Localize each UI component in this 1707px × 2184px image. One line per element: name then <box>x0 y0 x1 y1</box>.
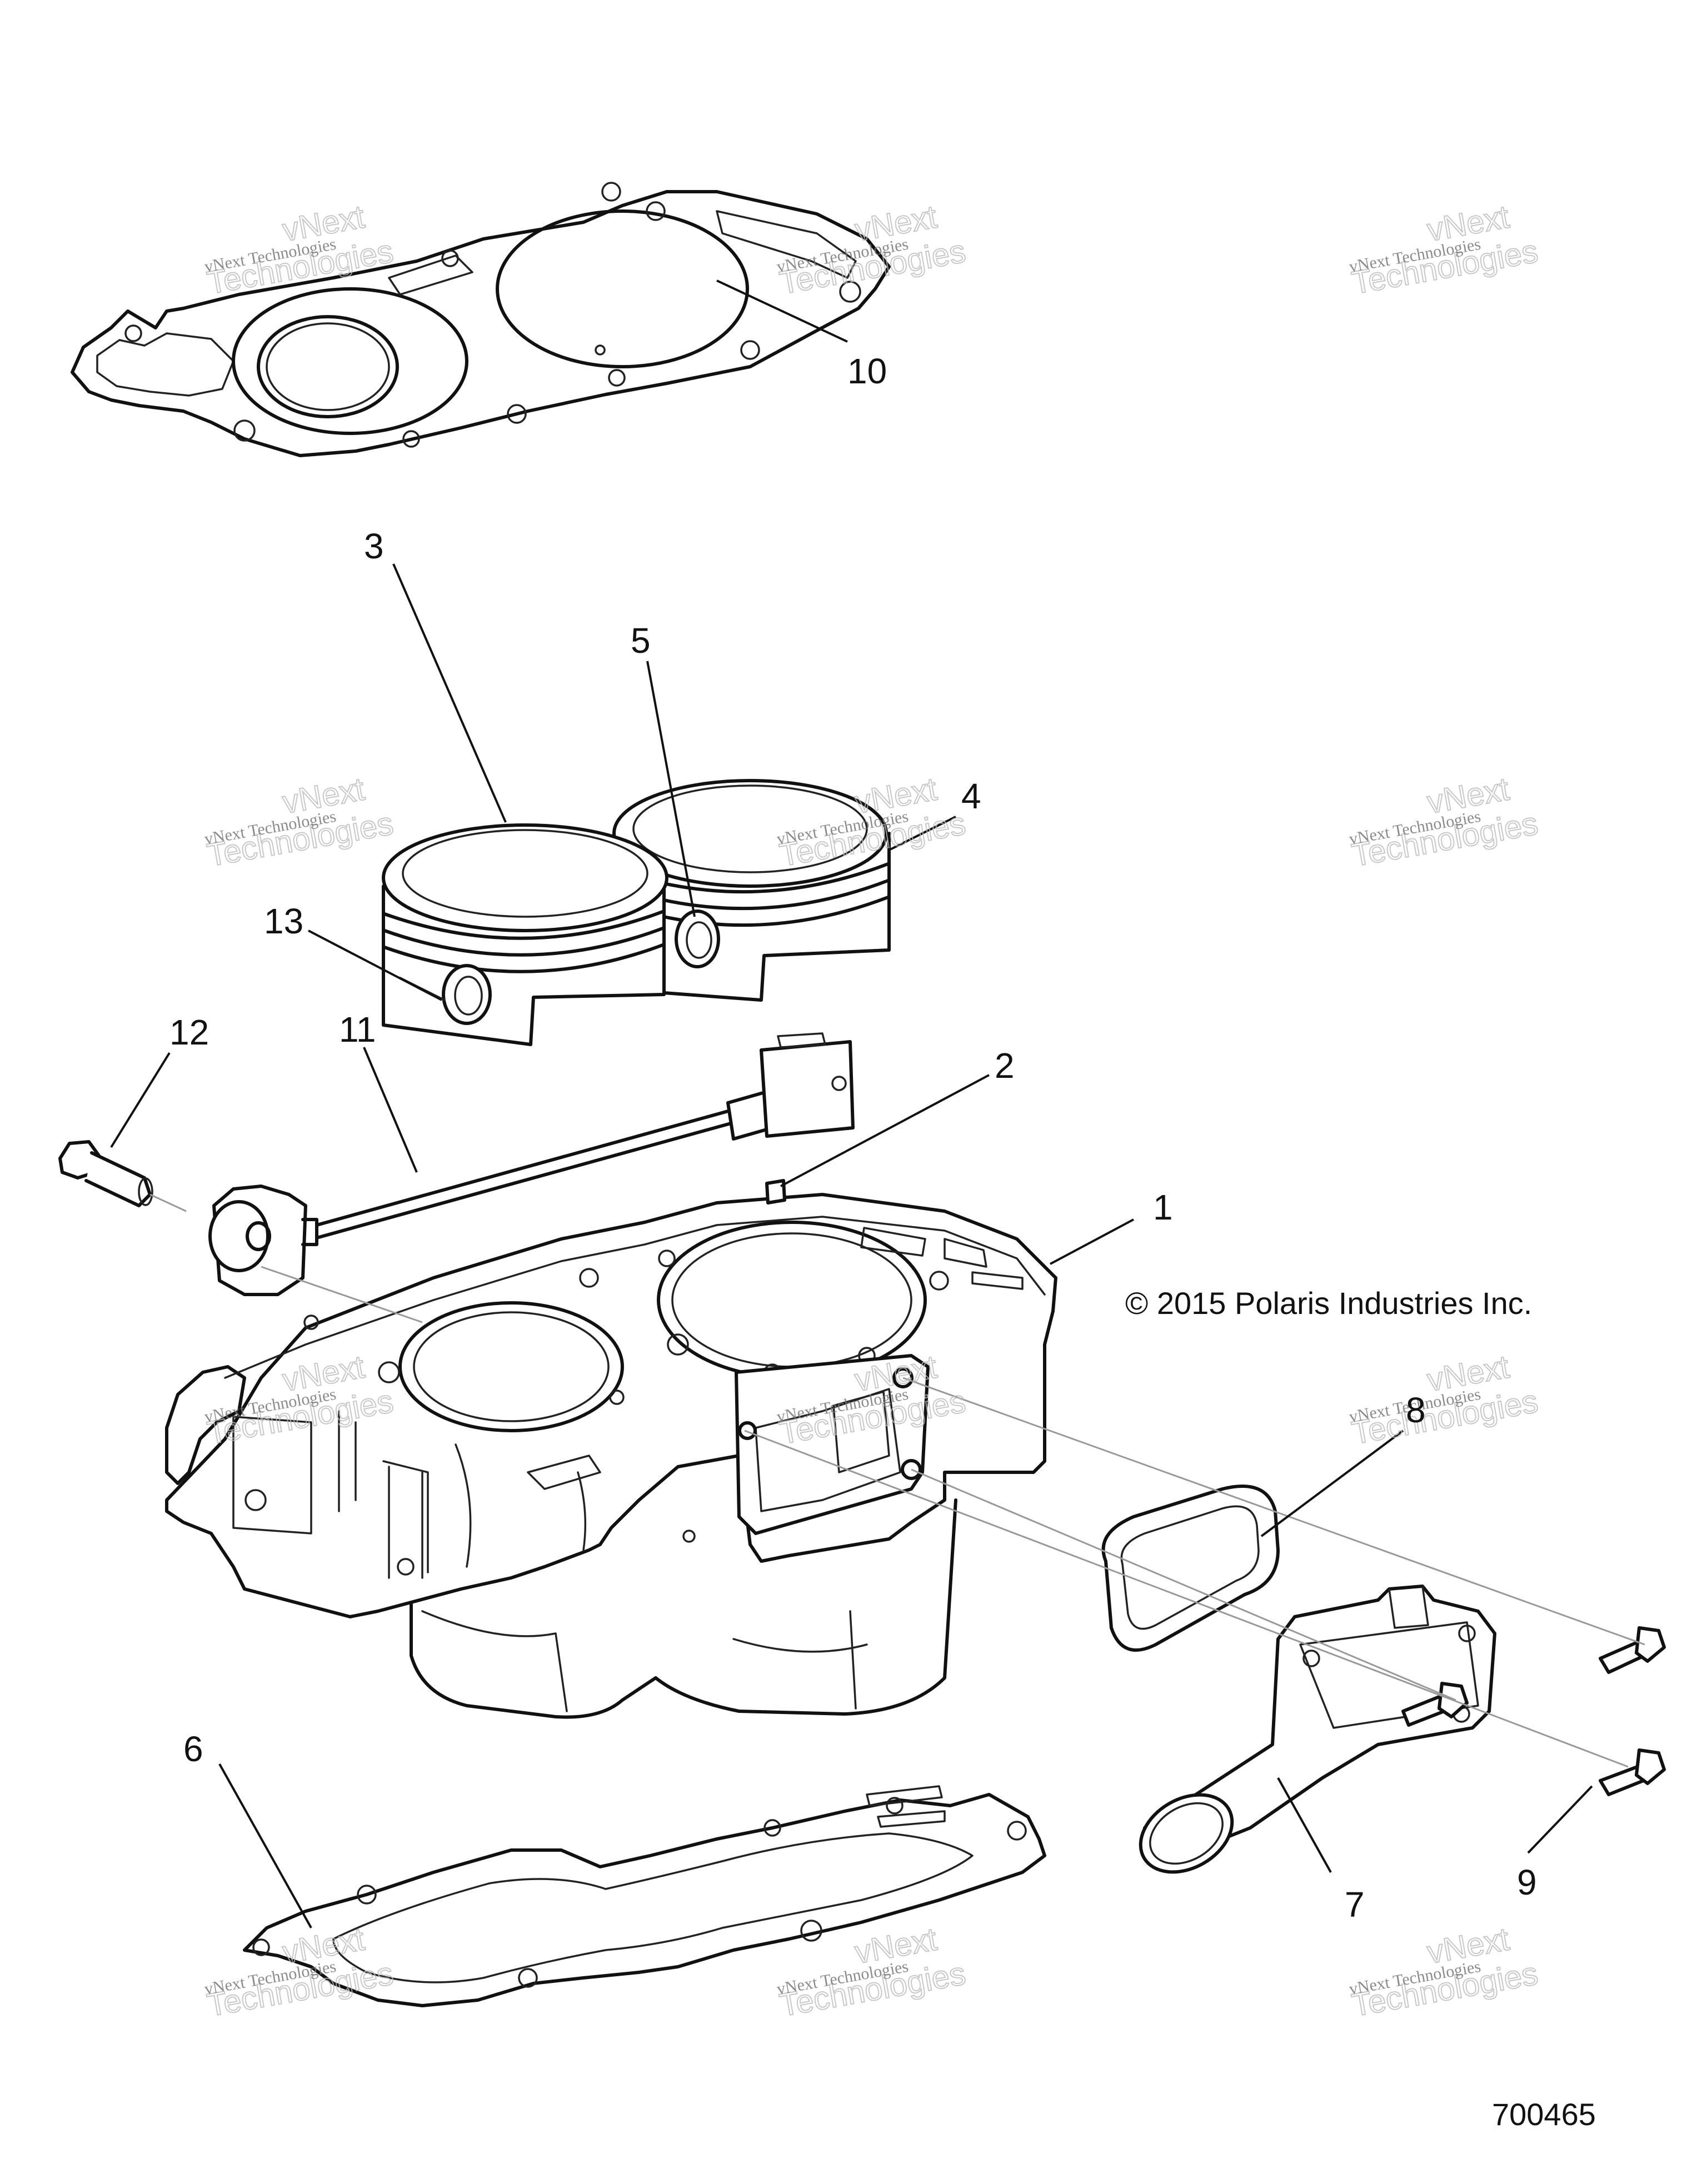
callout-labels: 1 2 3 4 5 6 7 8 9 10 11 12 13 <box>169 351 1537 1925</box>
knock-sensor-part-11 <box>208 1032 855 1296</box>
callout-5: 5 <box>631 621 651 661</box>
callout-7: 7 <box>1345 1885 1365 1925</box>
water-outlet-part-7 <box>1139 1585 1496 1874</box>
base-gasket-part-6 <box>243 1785 1046 2007</box>
callout-10: 10 <box>847 351 887 391</box>
cylinder-block-part-1 <box>165 1193 1057 1719</box>
callout-13: 13 <box>264 901 303 941</box>
callout-11: 11 <box>339 1009 376 1049</box>
assembly-lines <box>149 1193 1645 1768</box>
callout-6: 6 <box>183 1729 203 1769</box>
callout-12: 12 <box>169 1012 209 1052</box>
leader-lines <box>110 279 1593 1928</box>
copyright-notice: © 2015 Polaris Industries Inc. <box>1125 1286 1532 1321</box>
callout-4: 4 <box>961 776 981 816</box>
piston-left-part-3 <box>382 823 668 1046</box>
callout-1: 1 <box>1153 1187 1173 1227</box>
bolt-part-12 <box>58 1140 153 1207</box>
seal-ring-part-8 <box>1101 1485 1280 1652</box>
callout-2: 2 <box>995 1046 1015 1086</box>
callout-8: 8 <box>1406 1390 1426 1430</box>
head-gasket-part-10 <box>71 182 891 457</box>
figure-number: 700465 <box>1492 2097 1596 2132</box>
callout-9: 9 <box>1517 1862 1537 1902</box>
dowel-part-2 <box>765 1179 786 1205</box>
callout-3: 3 <box>364 526 384 566</box>
